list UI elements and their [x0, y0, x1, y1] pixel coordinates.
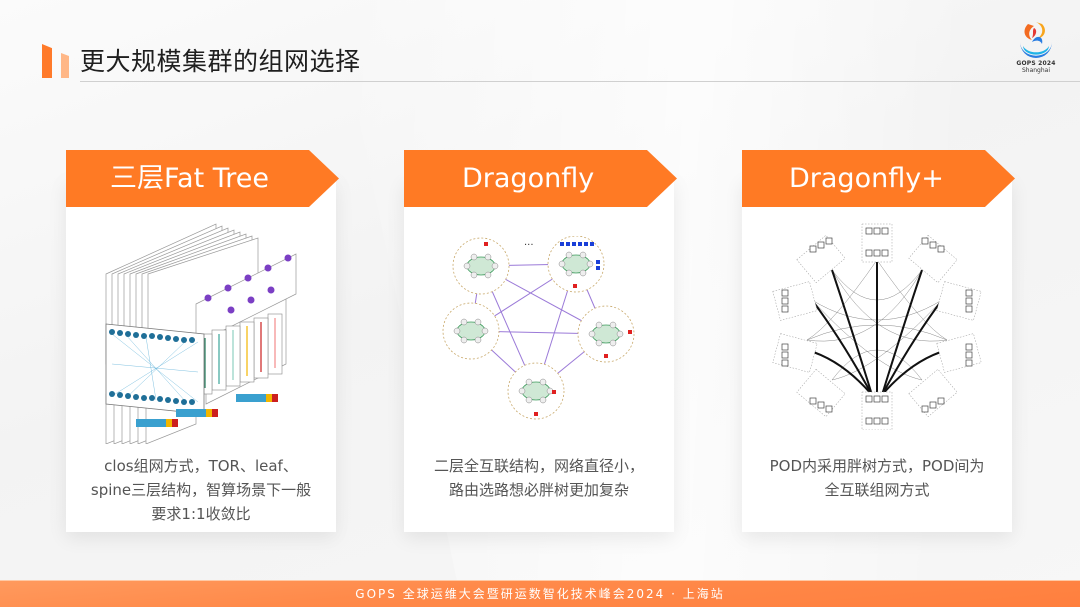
- card-dragonfly: ··· 二层全互联结构，网络直径小， 路由选路想必胖树更加复杂: [404, 178, 674, 532]
- title-divider: [80, 81, 1080, 82]
- card-description: clos组网方式，TOR、leaf、 spine三层结构，智算场景下一般 要求1…: [90, 457, 312, 523]
- card-fat-tree: clos组网方式，TOR、leaf、 spine三层结构，智算场景下一般 要求1…: [66, 178, 336, 532]
- dragonfly-topology-diagram: ···: [442, 236, 635, 420]
- card-description: POD内采用胖树方式，POD间为 全互联组网方式: [769, 457, 985, 499]
- gops-logo-icon: [1020, 22, 1052, 58]
- card-dragonfly-plus: POD内采用胖树方式，POD间为 全互联组网方式: [742, 178, 1012, 532]
- card-title-dragonfly: Dragonfly: [404, 150, 677, 207]
- three-tier-fat-tree-diagram: [105, 223, 297, 444]
- dragonfly-plus-topology-diagram: [772, 223, 982, 430]
- card-title-fat-tree: 三层Fat Tree: [66, 150, 339, 207]
- logo-line-2: Shanghai: [1021, 67, 1051, 74]
- slide-header: 更大规模集群的组网选择 GOPS 2024 Shanghai: [0, 0, 1080, 90]
- footer-bar: GOPS 全球运维大会暨研运数智化技术峰会2024 · 上海站: [0, 580, 1080, 607]
- logo-line-1: GOPS 2024: [1016, 60, 1056, 67]
- footer-text: GOPS 全球运维大会暨研运数智化技术峰会2024 · 上海站: [355, 587, 725, 601]
- page-title: 更大规模集群的组网选择: [80, 47, 361, 76]
- card-title-dragonfly-plus: Dragonfly+: [742, 150, 1015, 207]
- gops-logo: GOPS 2024 Shanghai: [1008, 16, 1064, 80]
- title-accent-icon: [42, 44, 72, 78]
- card-description: 二层全互联结构，网络直径小， 路由选路想必胖树更加复杂: [433, 457, 644, 499]
- svg-text:···: ···: [524, 240, 534, 251]
